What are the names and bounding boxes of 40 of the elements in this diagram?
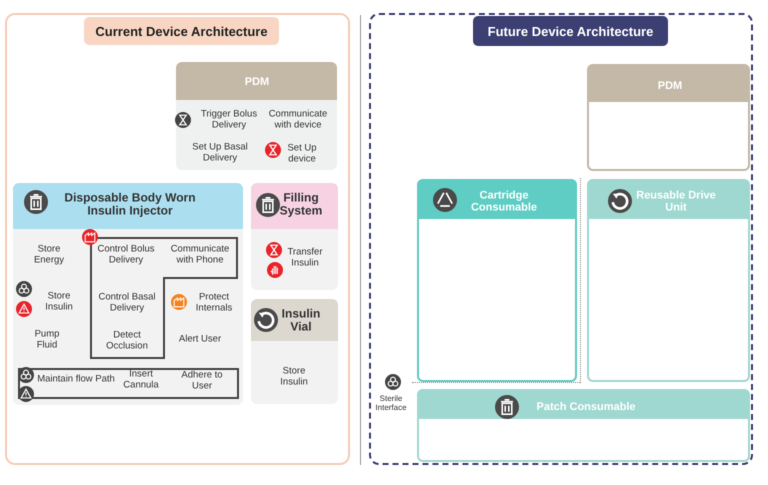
card-title: Patch Consumable	[535, 400, 637, 414]
card-title: Cartridge Consumable	[470, 190, 538, 214]
function-text: Insert Cannula	[122, 369, 160, 391]
card-title: Filling System	[278, 192, 324, 218]
card-title: Reusable Drive Unit	[635, 190, 717, 214]
function-text: Transfer Insulin	[286, 247, 324, 269]
function-group-outline	[18, 368, 239, 399]
card-title: Disposable Body Worn Insulin Injector	[63, 192, 197, 218]
function-text: Store Energy	[32, 244, 66, 266]
function-text: Set Up device	[286, 143, 318, 165]
component-card	[587, 179, 750, 382]
card-title: PDM	[244, 76, 270, 88]
function-text: Control Basal Delivery	[97, 292, 157, 314]
function-text: Protect Internals	[194, 292, 234, 314]
component-card	[13, 183, 243, 405]
function-text: Communicate with device	[268, 109, 328, 131]
architecture-panel	[369, 13, 753, 465]
function-text: Alert User	[178, 334, 222, 346]
panel-title: Current Device Architecture	[84, 17, 279, 45]
function-text: Pump Fluid	[34, 329, 60, 351]
component-card	[251, 299, 338, 404]
function-text: Control Bolus Delivery	[96, 244, 156, 266]
function-text: Trigger Bolus Delivery	[200, 109, 258, 131]
component-card	[587, 64, 750, 171]
function-text: Adhere to User	[180, 370, 224, 392]
component-card	[417, 389, 750, 462]
function-text: Communicate with Phone	[170, 244, 230, 266]
component-card	[176, 62, 337, 170]
function-text: Set Up Basal Delivery	[191, 142, 249, 164]
component-card	[417, 179, 577, 382]
function-text: Store Insulin	[44, 291, 74, 313]
component-card	[251, 183, 338, 290]
card-title: PDM	[656, 80, 684, 92]
icon-caption: Sterile Interface	[374, 395, 408, 413]
card-title: Insulin Vial	[280, 308, 322, 334]
panel-title: Future Device Architecture	[473, 16, 668, 46]
function-text: Maintain flow Path	[36, 374, 116, 386]
function-text: Detect Occlusion	[105, 330, 149, 352]
architecture-panel	[5, 13, 350, 465]
function-text: Store Insulin	[279, 366, 309, 388]
